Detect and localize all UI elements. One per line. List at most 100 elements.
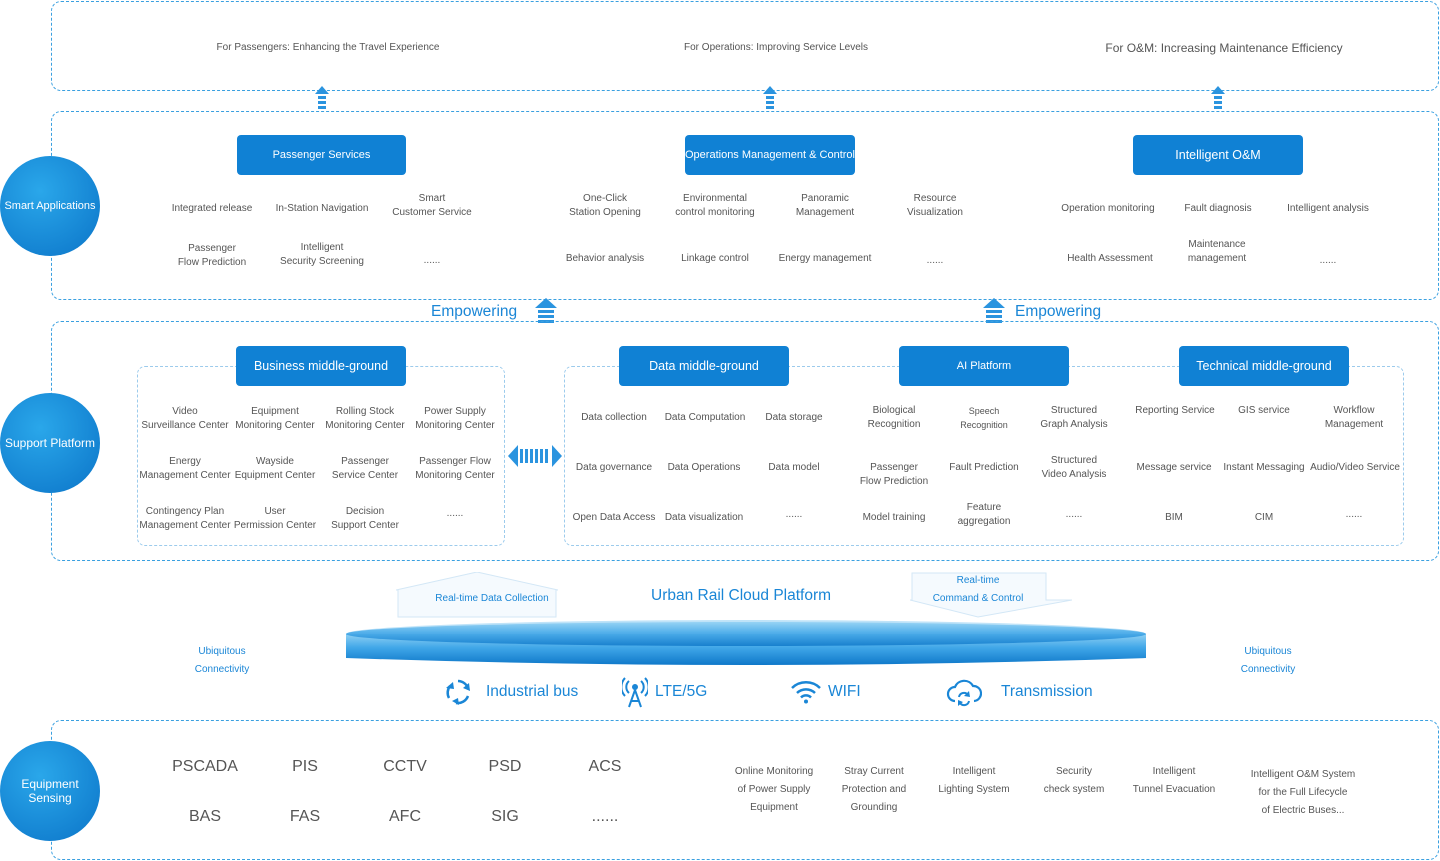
double-arrow-icon [508, 445, 562, 467]
ai-item: Biological Recognition [867, 405, 921, 430]
goal-om: For O&M: Increasing Maintenance Efficien… [1105, 41, 1343, 55]
wifi-icon [791, 681, 821, 704]
up-arrow-icon [763, 86, 777, 109]
empowering-label-right: Empowering [1015, 303, 1102, 320]
ai-platform-header: AI Platform [899, 346, 1069, 386]
ai-item: Passenger Flow Prediction [859, 462, 929, 487]
app-item: Behavior analysis [565, 253, 645, 264]
app-item: Passenger Flow Prediction [177, 243, 247, 268]
app-item: ...... [926, 255, 944, 266]
goals-panel [51, 1, 1439, 91]
equipment-solution: Stray Current Protection and Grounding [841, 766, 907, 813]
app-item: Intelligent Security Screening [280, 242, 364, 267]
app-item: Operation monitoring [1061, 203, 1155, 214]
operations-management-header: Operations Management & Control [685, 135, 855, 175]
business-item: Rolling Stock Monitoring Center [325, 406, 405, 431]
data-item: Data Computation [664, 412, 746, 423]
layer-support-platform: Support Platform [0, 393, 100, 493]
technical-item: Audio/Video Service [1310, 462, 1400, 473]
goal-operations: For Operations: Improving Service Levels [684, 42, 868, 53]
antenna-icon [622, 677, 648, 708]
business-item: Contingency Plan Management Center [139, 506, 231, 531]
business-item: Equipment Monitoring Center [235, 406, 315, 431]
realtime-command-label: Real-time Command & Control [932, 575, 1024, 604]
equipment-system: SIG [491, 808, 519, 825]
technical-item: CIM [1254, 512, 1274, 523]
app-item: Environmental control monitoring [675, 193, 755, 218]
ai-item: Model training [862, 512, 926, 523]
data-middle-ground-header: Data middle-ground [619, 346, 789, 386]
intelligent-om-header: Intelligent O&M [1133, 135, 1303, 175]
technical-item: Message service [1136, 462, 1212, 473]
app-item: Intelligent analysis [1287, 203, 1369, 214]
app-item: Integrated release [171, 203, 253, 214]
business-item: User Permission Center [233, 506, 317, 531]
equipment-system: PSD [488, 758, 522, 775]
collection-up-arrow [396, 572, 558, 618]
app-item: One-Click Station Opening [569, 193, 641, 218]
business-item: Passenger Flow Monitoring Center [415, 456, 495, 481]
data-item: Data visualization [664, 512, 744, 523]
technical-item: Reporting Service [1135, 405, 1215, 416]
equipment-solution: Intelligent Tunnel Evacuation [1132, 766, 1216, 795]
ai-item: Speech Recognition [960, 406, 1008, 430]
equipment-sensing-label: Equipment Sensing [21, 777, 79, 805]
equipment-system: CCTV [383, 758, 427, 775]
data-item: ...... [785, 509, 803, 520]
cloud-platform-disc [346, 620, 1146, 665]
data-item: Data collection [581, 412, 647, 423]
ubiquitous-connectivity-right: Ubiquitous Connectivity [1240, 646, 1296, 675]
equipment-system: BAS [188, 808, 221, 825]
recycle-arrows-icon [446, 679, 470, 705]
empowering-label-left: Empowering [431, 303, 518, 320]
business-item: ...... [446, 508, 464, 519]
layer-smart-applications: Smart Applications [0, 156, 100, 256]
equipment-system: FAS [289, 808, 321, 825]
app-item: Maintenance management [1187, 239, 1247, 264]
app-item: Fault diagnosis [1184, 203, 1252, 214]
cloud-platform-title: Urban Rail Cloud Platform [651, 587, 832, 604]
network-lte-5g: LTE/5G [655, 683, 708, 700]
app-item: Energy management [778, 253, 872, 264]
up-arrow-icon [315, 86, 329, 109]
app-item: ...... [423, 255, 441, 266]
passenger-services-header: Passenger Services [237, 135, 406, 175]
network-wifi: WIFI [828, 683, 861, 700]
equipment-system: ACS [588, 758, 622, 775]
app-item: ...... [1319, 255, 1337, 266]
technical-middle-ground-header: Technical middle-ground [1179, 346, 1349, 386]
equipment-system: AFC [389, 808, 421, 825]
ai-item: Structured Graph Analysis [1040, 405, 1108, 430]
technical-item: BIM [1165, 512, 1183, 523]
business-item: Energy Management Center [139, 456, 231, 481]
up-arrow-icon [1211, 86, 1225, 109]
app-item: Panoramic Management [795, 193, 855, 218]
data-item: Data storage [765, 412, 823, 423]
data-item: Data governance [575, 462, 653, 473]
app-item: Linkage control [681, 253, 749, 264]
network-transmission: Transmission [1001, 683, 1093, 700]
ai-item: Fault Prediction [949, 462, 1019, 473]
equipment-system: PSCADA [172, 758, 238, 775]
realtime-data-collection-label: Real-time Data Collection [435, 593, 549, 604]
ai-item: ...... [1065, 509, 1083, 520]
business-item: Power Supply Monitoring Center [415, 406, 495, 431]
data-item: Data Operations [667, 462, 741, 473]
equipment-solution: Security check system [1043, 766, 1105, 795]
ai-item: Feature aggregation [957, 502, 1011, 527]
data-item: Open Data Access [572, 512, 656, 523]
business-item: Decision Support Center [331, 506, 399, 531]
business-item: Passenger Service Center [331, 456, 399, 481]
app-item: Resource Visualization [907, 193, 963, 218]
cloud-sync-icon [946, 679, 982, 707]
network-industrial-bus: Industrial bus [486, 683, 579, 700]
ai-item: Structured Video Analysis [1041, 455, 1107, 480]
app-item: In-Station Navigation [275, 203, 369, 214]
business-middle-ground-header: Business middle-ground [236, 346, 406, 386]
technical-item: Instant Messaging [1223, 462, 1305, 473]
equipment-solution: Intelligent O&M System for the Full Life… [1250, 769, 1356, 816]
data-item: Data model [768, 462, 820, 473]
app-item: Health Assessment [1067, 253, 1153, 264]
equipment-system: PIS [292, 758, 318, 775]
command-down-arrow [910, 572, 1072, 618]
